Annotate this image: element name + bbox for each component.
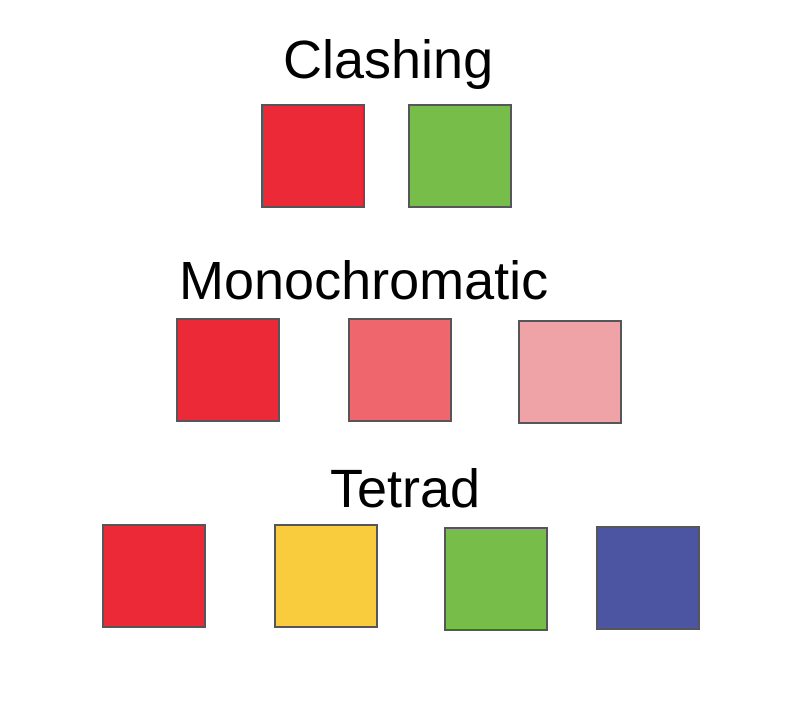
clashing-swatch-red	[261, 104, 365, 208]
monochromatic-title: Monochromatic	[179, 251, 549, 311]
monochromatic-swatch-medium-red	[348, 318, 452, 422]
tetrad-swatch-red	[102, 524, 206, 628]
clashing-title: Clashing	[283, 30, 494, 90]
tetrad-swatch-green	[444, 527, 548, 631]
monochromatic-swatch-red	[176, 318, 280, 422]
tetrad-title: Tetrad	[330, 459, 481, 519]
tetrad-swatch-yellow	[274, 524, 378, 628]
clashing-swatch-green	[408, 104, 512, 208]
monochromatic-swatch-light-red	[518, 320, 622, 424]
tetrad-swatch-blue	[596, 526, 700, 630]
